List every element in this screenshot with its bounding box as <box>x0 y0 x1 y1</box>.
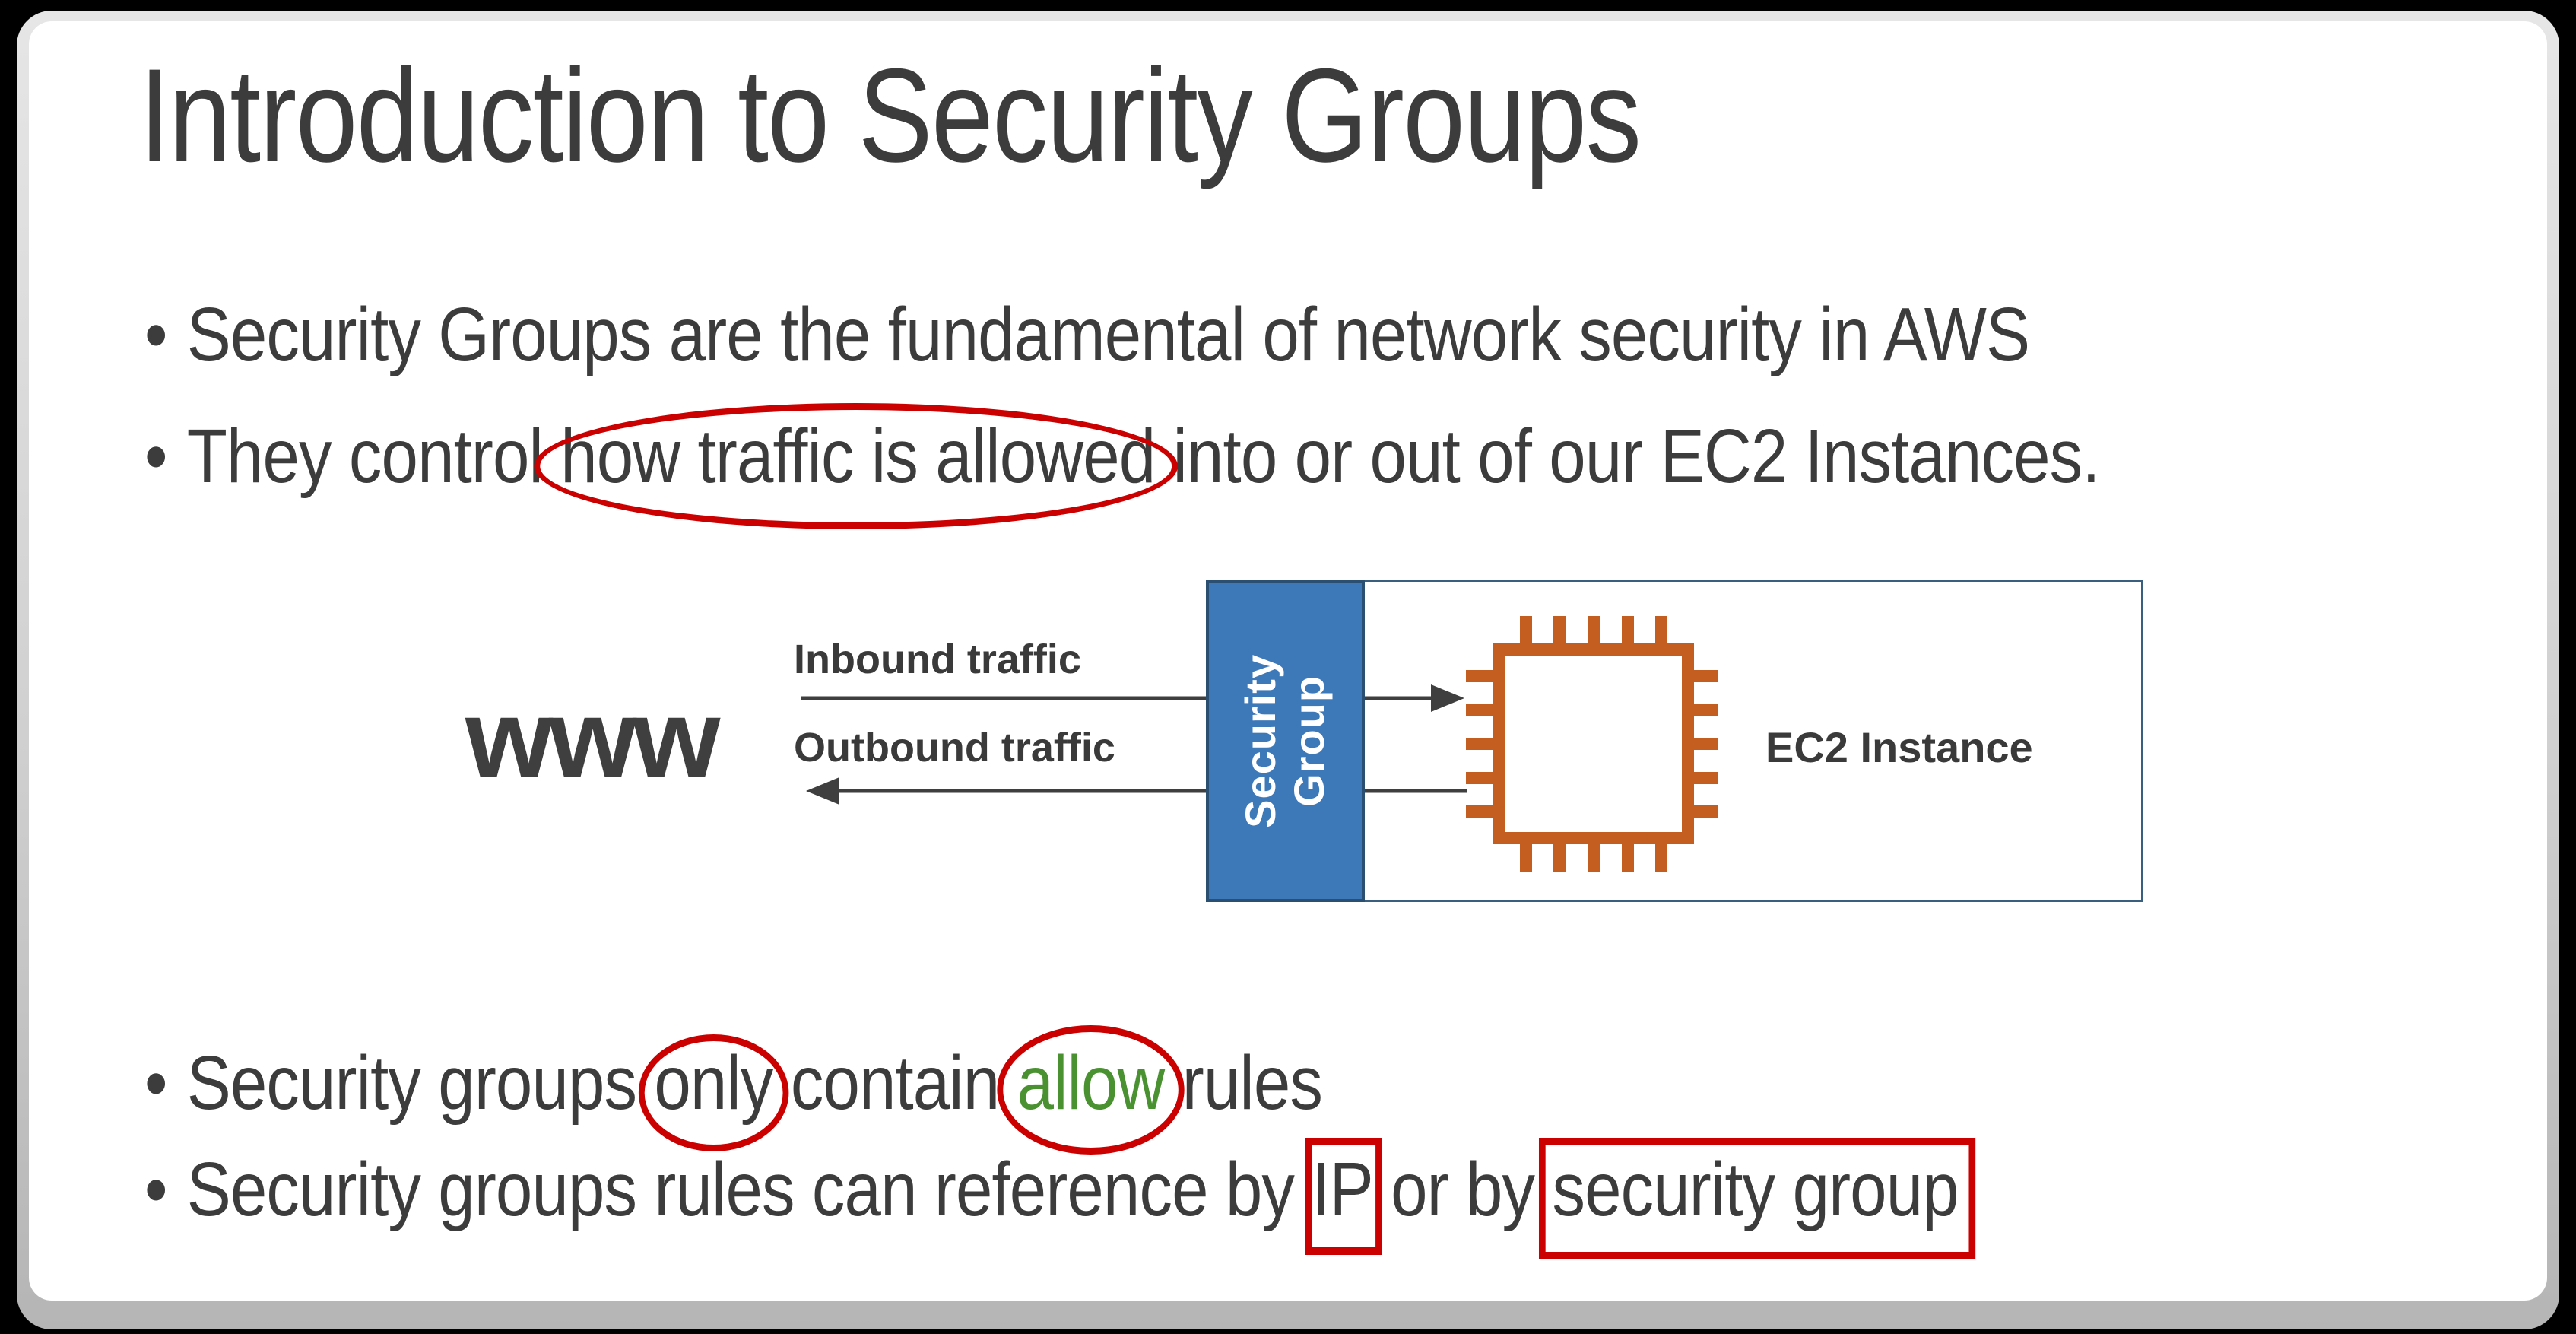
circled-only-text: only <box>654 1040 773 1126</box>
bullet-2-pre: They control <box>186 414 561 499</box>
bullet-item-3: • Security groups only contain allow rul… <box>144 1025 1323 1155</box>
inbound-traffic-label: Inbound traffic <box>794 637 1081 682</box>
bullet-1-text: Security Groups are the fundamental of n… <box>186 292 2030 377</box>
bullet-4-text: Security groups rules can reference by I… <box>186 1138 1976 1259</box>
bullet-3-mid: contain <box>772 1040 1017 1126</box>
slide-title: Introduction to Security Groups <box>139 42 1642 190</box>
boxed-security-group-text: security group <box>1552 1147 1959 1232</box>
bullet-4-mid: or by <box>1372 1147 1553 1232</box>
bullet-3-text: Security groups only contain allow rules <box>186 1025 1323 1155</box>
circled-word-allow: allow <box>997 1025 1185 1155</box>
circled-word-only: only <box>638 1034 789 1151</box>
boxed-ip-text: IP <box>1312 1147 1373 1232</box>
bullet-dot: • <box>144 1147 167 1232</box>
bullet-3-pre: Security groups <box>186 1040 655 1126</box>
outbound-traffic-label: Outbound traffic <box>794 725 1115 770</box>
outbound-arrow <box>806 777 1467 805</box>
bullet-3-post: rules <box>1164 1040 1323 1126</box>
ec2-chip-icon <box>1466 616 1718 872</box>
boxed-word-ip: IP <box>1305 1138 1382 1255</box>
bullet-item-1: • Security Groups are the fundamental of… <box>144 289 2030 380</box>
security-group-label: Security Group <box>1236 653 1334 828</box>
bullet-2-post: into or out of our EC2 Instances. <box>1155 414 2101 499</box>
bullet-item-4: • Security groups rules can reference by… <box>144 1138 1976 1259</box>
bullet-dot: • <box>144 1040 167 1126</box>
boxed-phrase-security-group: security group <box>1539 1138 1976 1259</box>
ec2-instance-label: EC2 Instance <box>1765 723 2033 771</box>
bullet-dot: • <box>144 414 167 499</box>
circled-phrase-text: how traffic is allowed <box>560 414 1156 499</box>
www-label: www <box>465 676 720 802</box>
bullet-dot: • <box>144 292 167 377</box>
security-group-box: Security Group <box>1206 580 1365 902</box>
bullet-4-pre: Security groups rules can reference by <box>186 1147 1312 1232</box>
circled-allow-text: allow <box>1017 1040 1166 1126</box>
inbound-arrow <box>801 684 1464 712</box>
